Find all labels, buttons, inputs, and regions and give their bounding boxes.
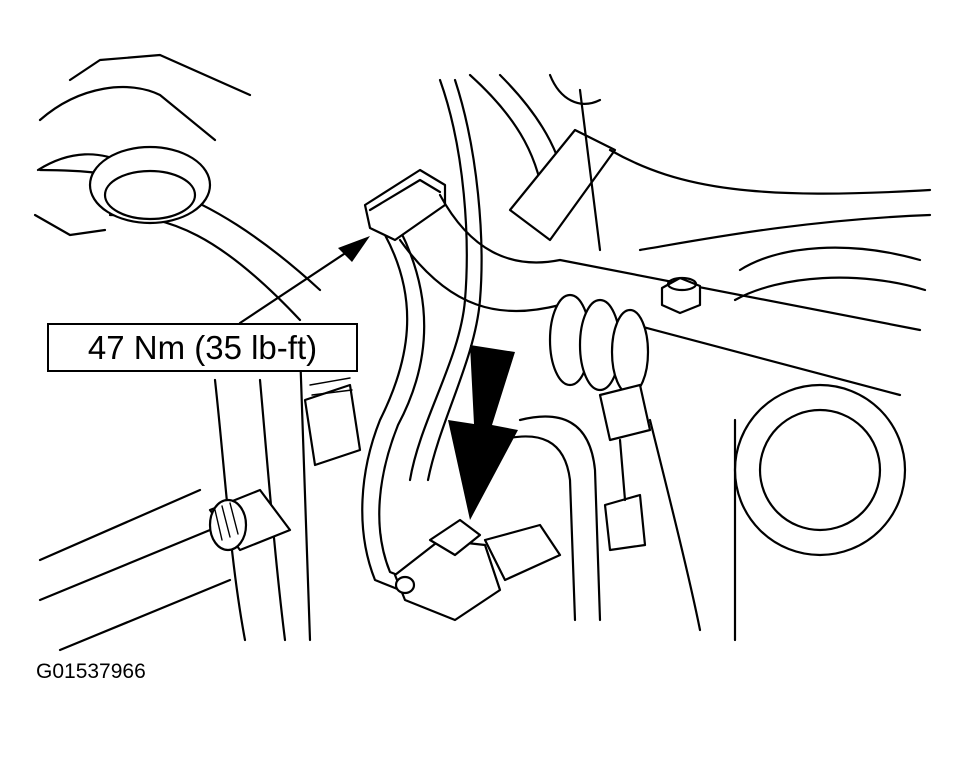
threaded-fitting <box>208 377 362 552</box>
fuel-line <box>361 78 483 592</box>
upper-hoses <box>468 73 932 252</box>
mounting-bolt <box>660 276 702 315</box>
main-hose <box>398 193 922 397</box>
torque-label: 47 Nm (35 lb-ft) <box>87 328 318 366</box>
hose-clamp <box>598 383 652 552</box>
direction-arrow <box>448 345 518 520</box>
upper-left-tube <box>38 145 322 322</box>
torque-callout: 47 Nm (35 lb-ft) <box>47 323 358 372</box>
callout-leader <box>238 236 370 325</box>
tube-nut <box>363 168 447 242</box>
alternator <box>648 246 927 642</box>
quick-connect-coupling <box>393 415 602 622</box>
figure-id: G01537966 <box>36 660 146 683</box>
